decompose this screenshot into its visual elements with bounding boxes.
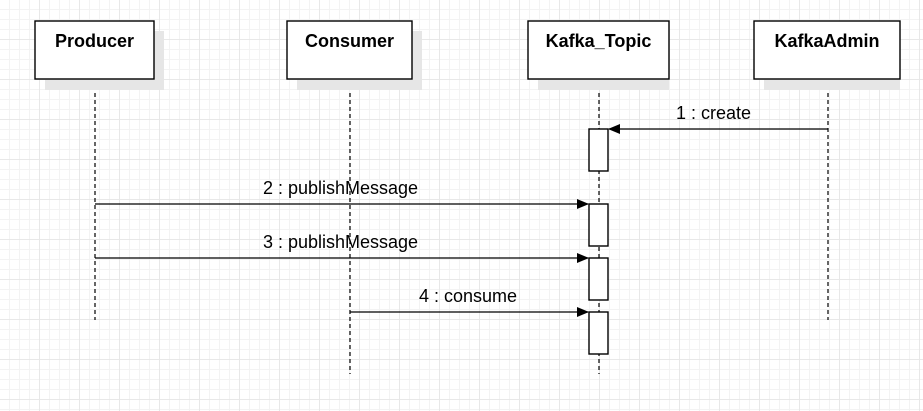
activation-bar-1 [588,128,609,172]
participant-label: Consumer [305,31,394,51]
message-label-publish-2: 3 : publishMessage [263,232,418,252]
participant-producer[interactable]: Producer [34,20,164,90]
participant-label: Producer [55,31,134,51]
participant-consumer[interactable]: Consumer [286,20,422,90]
activation-bar-2 [588,203,609,247]
message-label-create: 1 : create [676,103,751,123]
message-label-publish-1: 2 : publishMessage [263,178,418,198]
message-label-consume: 4 : consume [419,286,517,306]
participant-kafka-topic[interactable]: Kafka_Topic [527,20,670,90]
participant-label: KafkaAdmin [774,31,879,51]
participant-kafkaadmin[interactable]: KafkaAdmin [753,20,901,90]
activation-bar-3 [588,257,609,301]
participant-label: Kafka_Topic [546,31,652,51]
activation-bar-4 [588,311,609,355]
